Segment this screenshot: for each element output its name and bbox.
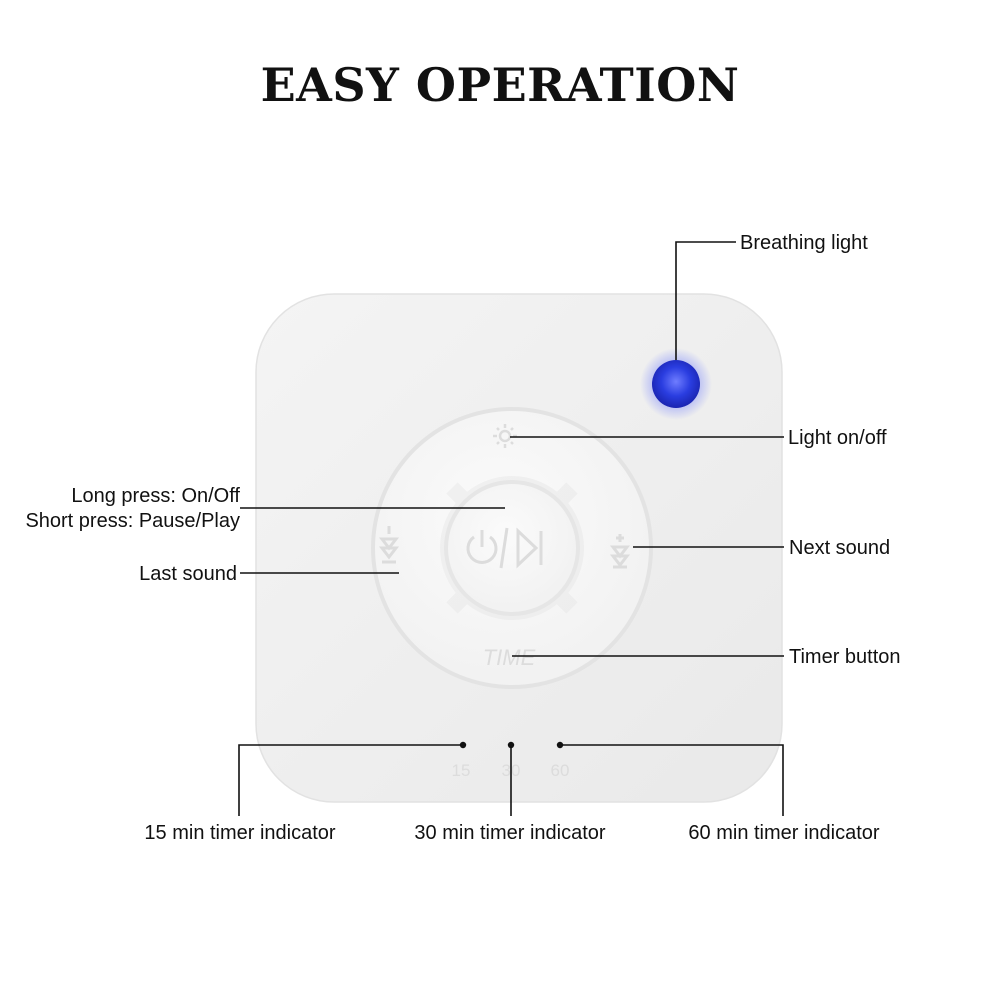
callout-light-onoff: Light on/off: [788, 427, 887, 449]
callout-next-sound: Next sound: [789, 537, 890, 559]
callout-timer-button: Timer button: [789, 646, 901, 668]
breathing-light-led: [640, 348, 712, 420]
callout-60-min-timer: 60 min timer indicator: [688, 822, 880, 844]
callout-30-min-timer: 30 min timer indicator: [414, 822, 606, 844]
power-play-button[interactable]: [444, 480, 580, 616]
callout-breathing-light: Breathing light: [740, 232, 868, 254]
callout-long-press: Long press: On/Off: [71, 485, 240, 507]
indicator-15-label: 15: [452, 761, 471, 780]
power-play-pause-icon: [466, 527, 543, 569]
next-plus-icon: [609, 534, 631, 569]
leader-lines: [238, 241, 784, 816]
callout-15-min-timer: 15 min timer indicator: [144, 822, 336, 844]
callout-last-sound: Last sound: [139, 563, 237, 585]
time-label: TIME: [483, 645, 536, 670]
indicator-60-label: 60: [551, 761, 570, 780]
sun-icon: [493, 424, 517, 448]
previous-minus-icon: [378, 526, 400, 564]
page-title: EASY OPERATION: [260, 58, 740, 112]
callout-short-press: Short press: Pause/Play: [25, 510, 240, 532]
